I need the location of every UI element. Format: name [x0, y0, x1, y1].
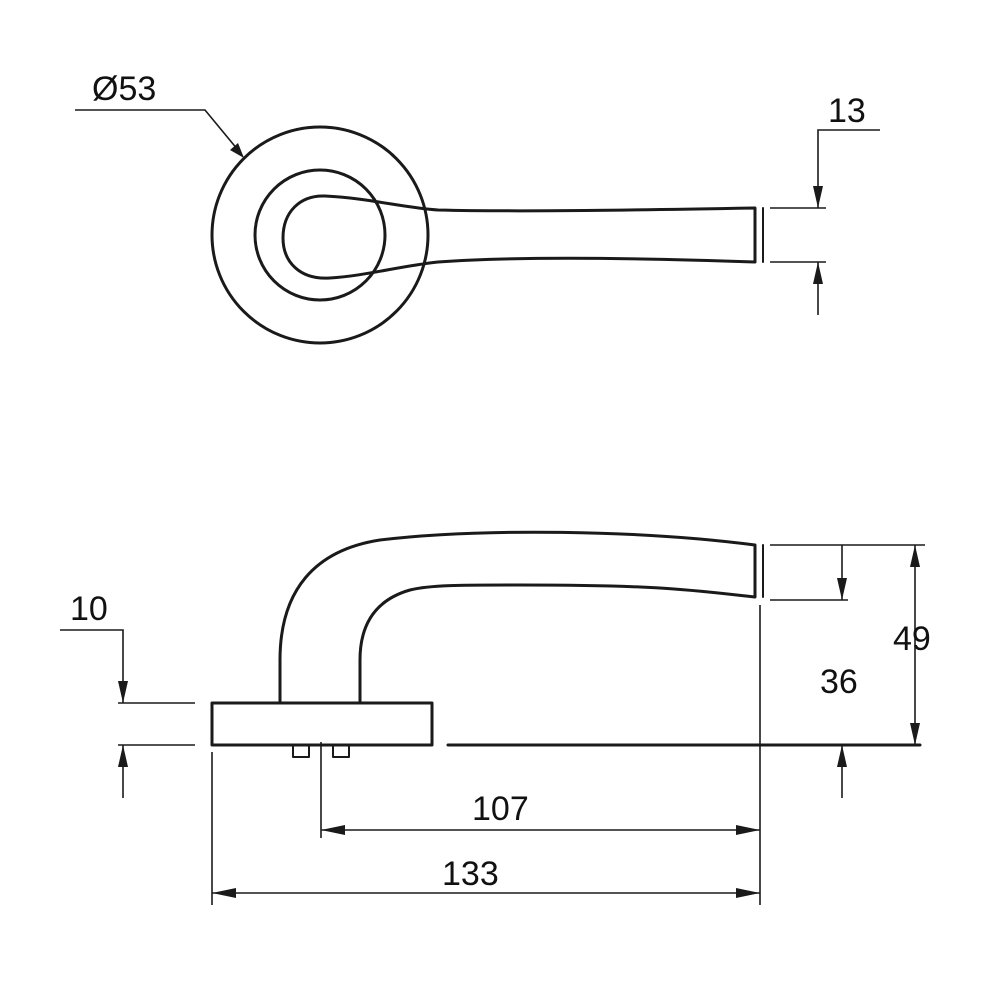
rose-arrow-bottom: [118, 745, 128, 767]
clearance-arrow-top: [837, 578, 847, 600]
diameter-dimension: Ø53: [75, 70, 244, 158]
top-view: [210, 125, 764, 345]
side-view: [210, 530, 922, 758]
rose-arrow-top: [118, 681, 128, 703]
lever-thickness-dimension: 13: [770, 92, 880, 315]
rose-leader-top: [60, 629, 124, 703]
fixing-screw-left: [292, 744, 310, 758]
diameter-leader: [75, 109, 239, 151]
overall-length-label: 133: [442, 855, 499, 893]
overall-length-dimension: 133: [211, 752, 760, 905]
overall-arrow-left: [212, 888, 236, 898]
overall-arrow-right: [736, 888, 760, 898]
lever-clearance-dimension: 36: [820, 545, 858, 798]
rose-thickness-label: 10: [70, 590, 108, 628]
thickness-label: 13: [828, 92, 866, 130]
lever-side-outline: [278, 530, 757, 705]
diameter-label: Ø53: [92, 70, 156, 108]
rose-inner-ring: [253, 168, 387, 302]
spindle-to-tip-label: 107: [472, 790, 529, 828]
diameter-arrow: [230, 143, 244, 158]
height-label: 49: [893, 620, 931, 658]
lever-height-dimension: 49: [770, 544, 931, 745]
rose-base: [210, 701, 434, 747]
lever-top-outline: [281, 194, 757, 280]
rose-thickness-dimension: 10: [60, 590, 195, 798]
thickness-arrow-top: [813, 186, 823, 208]
thickness-leader-top: [817, 129, 880, 208]
height-arrow-bottom: [910, 723, 920, 745]
thickness-arrow-bottom: [813, 262, 823, 284]
spindle-arrow-right: [736, 825, 760, 835]
fixing-screw-right: [332, 744, 350, 758]
spindle-to-tip-dimension: 107: [320, 605, 761, 905]
clearance-arrow-bottom: [837, 745, 847, 767]
rose-outer-circle: [210, 125, 430, 345]
clearance-label: 36: [820, 663, 858, 701]
height-arrow-top: [910, 545, 920, 567]
spindle-arrow-left: [321, 825, 345, 835]
